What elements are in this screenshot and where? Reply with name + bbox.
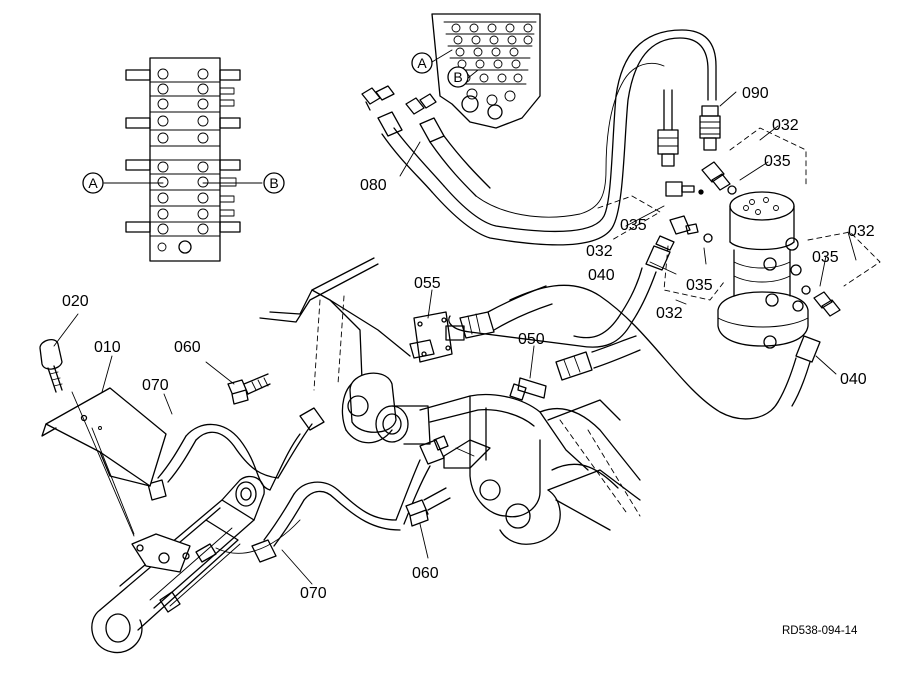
port-b-label: B [269, 175, 278, 191]
valve-port-b-label: B [453, 69, 462, 85]
schematic-port-b: B [263, 172, 285, 194]
bracket-050 [509, 335, 641, 401]
hose-040-route-a [448, 315, 633, 348]
hose-fitting-center [657, 89, 679, 167]
label-035-left: 035 [620, 217, 647, 234]
label-055: 055 [414, 275, 441, 292]
hose-090-fitting [699, 105, 721, 151]
group-032-top [729, 127, 807, 187]
leader-010-bracket [91, 427, 135, 535]
hose-070-right-tail [215, 519, 301, 554]
label-060-upper: 060 [174, 339, 201, 356]
hose-040-route-c [509, 284, 779, 420]
elbow-fitting-032-mid [669, 215, 713, 243]
valve-port-b: B [447, 66, 479, 88]
group-032-right [807, 231, 881, 287]
plate-010 [41, 387, 167, 487]
cylinder [91, 475, 265, 654]
hose-070-right [251, 435, 449, 563]
label-060-lower: 060 [412, 565, 439, 582]
control-valve-body [431, 13, 541, 129]
hose-070-left [147, 407, 325, 501]
label-050: 050 [518, 331, 545, 348]
label-032-left: 032 [586, 243, 613, 260]
elbow-fitting-032-right [801, 285, 841, 317]
hose-080-b [419, 117, 491, 197]
leader-020-bracket [71, 391, 135, 537]
hose-080-route-a [431, 37, 709, 246]
label-040-right: 040 [840, 371, 867, 388]
hose-080-route-c [475, 62, 665, 218]
drawing-code: RD538-094-14 [782, 625, 858, 637]
label-leaders [53, 91, 857, 585]
label-070-upper: 070 [142, 377, 169, 394]
schematic-port-a: A [82, 172, 104, 194]
group-032-mid [663, 245, 725, 301]
boom-frame [259, 257, 641, 545]
label-032-right: 032 [848, 223, 875, 240]
hose-040-left [617, 235, 675, 323]
label-020: 020 [62, 293, 89, 310]
label-040-left: 040 [588, 267, 615, 284]
bolt-060-upper [227, 373, 271, 405]
label-070-lower: 070 [300, 585, 327, 602]
hose-080-route-b [443, 29, 717, 233]
elbow-fitting-b [405, 93, 437, 115]
valve-port-a-label: A [417, 55, 427, 71]
label-035-right: 035 [812, 249, 839, 266]
label-010: 010 [94, 339, 121, 356]
label-035-top: 035 [764, 153, 791, 170]
bolt-020 [39, 338, 63, 393]
label-032-top: 032 [772, 117, 799, 134]
valve-port-a: A [411, 49, 453, 74]
label-032-mid: 032 [656, 305, 683, 322]
hose-040-route-b [573, 317, 619, 339]
hose-040-right [777, 335, 821, 407]
control-valve-schematic [103, 57, 263, 262]
label-090: 090 [742, 85, 769, 102]
elbow-fitting-032-top [701, 161, 737, 195]
bolt-060-lower [405, 487, 451, 527]
bracket-055 [409, 285, 553, 363]
label-080: 080 [360, 177, 387, 194]
port-a-label: A [88, 175, 98, 191]
group-032-left [597, 195, 661, 241]
swivel-joint [717, 191, 809, 349]
label-035-mid: 035 [686, 277, 713, 294]
elbow-fitting-032-left [665, 181, 704, 197]
elbow-fitting-a [361, 85, 395, 111]
hose-080-a [377, 111, 445, 193]
